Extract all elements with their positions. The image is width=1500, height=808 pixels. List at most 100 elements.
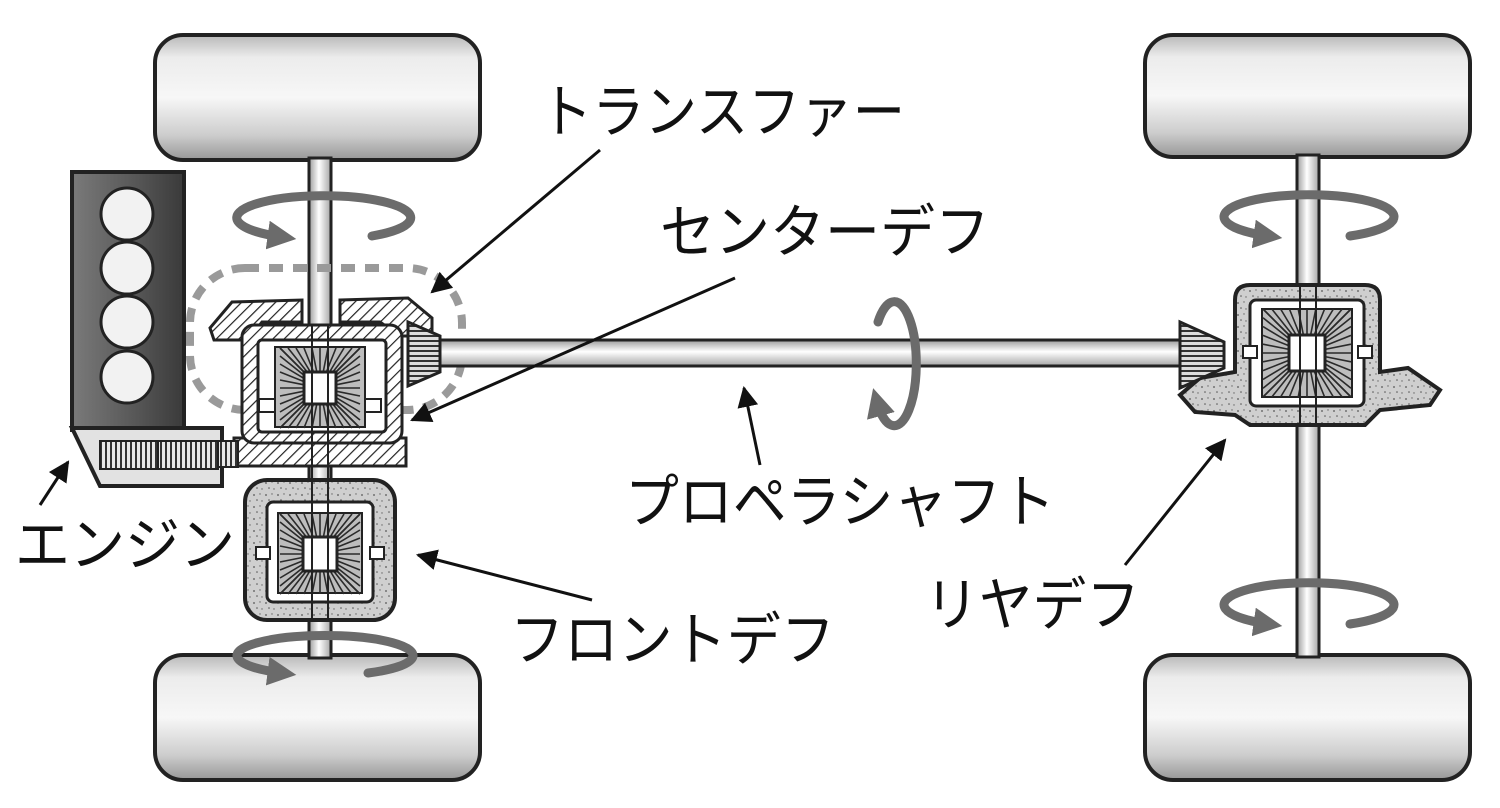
gear-tooth-line: [335, 400, 361, 421]
front-diff: [243, 478, 397, 622]
propeller-shaft-label: プロペラシャフト: [625, 468, 1055, 536]
gear-tooth-line: [279, 396, 305, 413]
gear-tooth-line: [335, 390, 361, 397]
gear-tooth-line: [1324, 334, 1352, 347]
gear-tooth-line: [1262, 363, 1290, 381]
gear-tooth-line: [279, 529, 304, 545]
front-left-rotation-arrow: [232, 191, 416, 250]
gear-tooth-line: [329, 570, 345, 595]
gear-tooth-line: [1324, 363, 1352, 381]
gear-tooth-line: [1271, 308, 1294, 336]
gear-tooth-line: [1288, 370, 1301, 398]
gear-tooth-line: [335, 396, 361, 413]
gear-tooth-line: [287, 570, 308, 595]
gear-tooth-line: [279, 566, 304, 587]
center-diff-gear-core: [302, 370, 338, 406]
gear-tooth-line: [279, 403, 305, 429]
gear-tooth-line: [1262, 343, 1290, 351]
wheels: [153, 33, 1472, 782]
rear-shaft-through-diff: [1299, 284, 1317, 426]
front-shaft-through-diffs: [311, 324, 329, 621]
gear-tooth-line: [1262, 308, 1290, 336]
gear-tooth-line: [279, 400, 305, 421]
gear-tooth-line: [335, 371, 361, 383]
center-diff-pin-left: [258, 398, 276, 413]
gear-tooth-line: [336, 566, 361, 587]
gear-tooth-line: [1324, 359, 1352, 372]
center-diff-pin-right: [364, 398, 382, 413]
rear-diff-pinion-gear: [1178, 319, 1226, 391]
gear-tooth-line: [332, 570, 353, 595]
gear-tooth-line: [1262, 359, 1290, 372]
transmission-gear-right: [157, 440, 219, 470]
engine-cylinder: [99, 294, 155, 350]
gear-tooth-line: [1324, 317, 1352, 340]
gear-tooth-line: [1320, 308, 1343, 336]
gear-tooth-line: [332, 513, 353, 538]
gear-tooth-line: [279, 537, 304, 548]
gear-tooth-line: [1279, 370, 1297, 398]
gear-tooth-line: [1271, 370, 1294, 398]
gear-tooth-line: [332, 347, 353, 373]
gear-tooth-line: [279, 390, 305, 397]
front-right-wheel: [153, 653, 482, 782]
gear-tooth-line: [336, 545, 361, 552]
gear-tooth-line: [279, 570, 304, 595]
gear-tooth-line: [336, 521, 361, 542]
gear-tooth-line: [279, 379, 305, 386]
rear-diff: [1177, 283, 1443, 427]
engine-leader-arrow: [38, 460, 70, 506]
gear-tooth-line: [279, 563, 304, 579]
rear-diff-gear-core: [1287, 333, 1327, 373]
rear-right-wheel: [1143, 653, 1472, 782]
gear-tooth-line: [279, 371, 305, 383]
gear-tooth-line: [335, 355, 361, 376]
gear-tooth-line: [1317, 308, 1335, 336]
gear-tooth-line: [1309, 308, 1317, 336]
rear-diff-leader-arrow: [1123, 438, 1227, 566]
transmission-gear-left: [99, 440, 159, 470]
transfer-label: トランスファー: [540, 78, 905, 146]
front-right-rotation-arrow: [232, 631, 418, 686]
gear-tooth-line: [279, 393, 305, 405]
engine: [68, 170, 224, 488]
gear-tooth-line: [279, 556, 304, 563]
front-diff-label: フロントデフ: [510, 606, 835, 674]
gear-tooth-line: [336, 570, 361, 595]
front-left-wheel: [153, 33, 482, 162]
transfer: [208, 296, 442, 389]
gear-tooth-line: [336, 513, 361, 538]
gear-tooth-line: [332, 403, 353, 429]
gear-tooth-line: [328, 347, 345, 373]
gear-tooth-line: [335, 403, 361, 429]
gear-tooth-line: [287, 347, 308, 373]
front-diff-pin-right: [369, 546, 385, 560]
gear-tooth-line: [335, 347, 361, 373]
engine-cylinder: [99, 186, 155, 242]
gear-tooth-line: [279, 363, 305, 380]
gear-tooth-line: [1262, 325, 1290, 343]
transfer-drive-gear: [217, 440, 239, 468]
gear-tooth-line: [335, 363, 361, 380]
gear-tooth-line: [1317, 370, 1335, 398]
propeller-shaft-leader-arrow: [737, 385, 762, 466]
gear-tooth-line: [279, 513, 304, 538]
front-diff-gear-core: [301, 535, 339, 573]
gear-tooth-line: [295, 513, 311, 538]
gear-tooth-line: [295, 347, 312, 373]
gear-tooth-line: [329, 513, 345, 538]
gear-tooth-line: [279, 545, 304, 552]
gear-tooth-line: [1288, 308, 1301, 336]
gear-tooth-line: [279, 347, 305, 373]
gear-tooth-line: [1320, 370, 1343, 398]
gear-tooth-line: [1324, 343, 1352, 351]
gear-tooth-line: [335, 393, 361, 405]
gear-tooth-line: [336, 537, 361, 548]
rear-diff-label: リヤデフ: [925, 571, 1140, 639]
gear-tooth-line: [336, 563, 361, 579]
gear-tooth-line: [287, 513, 308, 538]
rear-diff-pin-left: [1242, 345, 1258, 359]
gear-tooth-line: [1262, 355, 1290, 363]
front-diff-pin-left: [255, 546, 271, 560]
